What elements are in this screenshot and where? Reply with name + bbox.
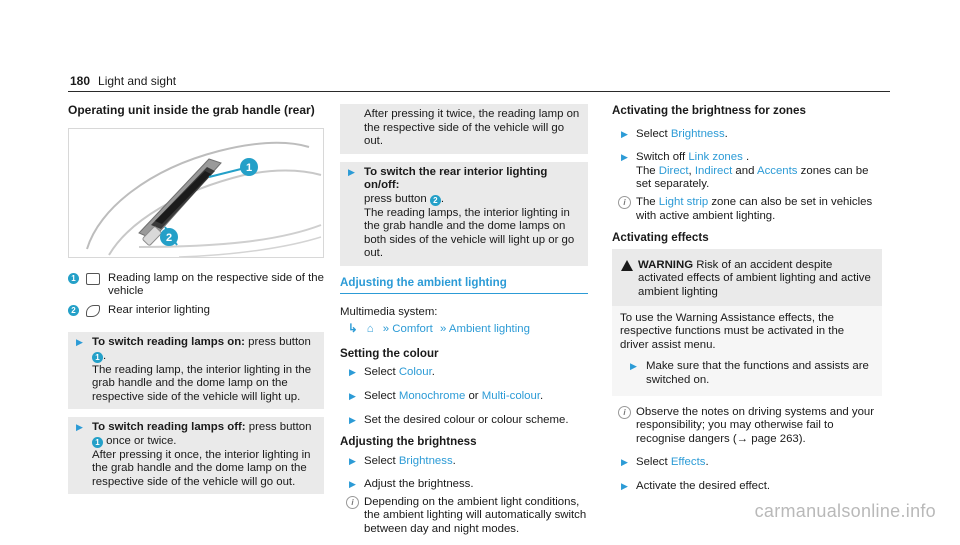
info-note: i Depending on the ambient light conditi… xyxy=(346,495,588,537)
step: Switch off Link zones . The Direct, Indi… xyxy=(612,149,882,194)
subheading-zones: Activating the brightness for zones xyxy=(612,104,806,117)
warning-box: WARNING Risk of an accident despite acti… xyxy=(612,248,882,396)
warning-step: Make sure that the functions and assists… xyxy=(620,352,874,387)
section-title: Light and sight xyxy=(98,74,177,88)
info-icon: i xyxy=(346,495,359,509)
column-2: After pressing it twice, the reading lam… xyxy=(340,104,588,545)
path-arrow-icon: ↳ xyxy=(348,323,358,336)
marker-1: 1 xyxy=(92,436,103,448)
section-heading: Operating unit inside the grab handle (r… xyxy=(68,103,315,117)
menu-path: ↳ ⌂ » Comfort » Ambient lighting xyxy=(340,323,588,337)
info-icon: i xyxy=(618,195,631,209)
step-lead: To switch reading lamps on: xyxy=(92,336,245,349)
info-icon: i xyxy=(618,405,631,419)
multimedia-label: Multimedia system: xyxy=(340,305,438,318)
column-1: Operating unit inside the grab handle (r… xyxy=(68,103,324,502)
legend-text: Rear interior lighting xyxy=(108,303,210,316)
info-note: i The Light strip zone can also be set i… xyxy=(618,195,882,223)
step-switch-on: To switch reading lamps on: press button… xyxy=(68,332,324,410)
info-note: i Observe the notes on driving systems a… xyxy=(618,405,882,447)
step: Activate the desired effect. xyxy=(612,478,882,496)
interior-light-icon xyxy=(86,304,100,317)
warning-icon xyxy=(621,259,633,271)
figure-marker-2: 2 xyxy=(166,232,172,244)
warning-label: WARNING xyxy=(638,258,694,271)
path-comfort: Comfort xyxy=(392,323,433,336)
page-number: 180 xyxy=(70,74,91,88)
legend-item-2: 2 Rear interior lighting xyxy=(68,304,324,318)
marker-1: 1 xyxy=(68,272,79,284)
step-rear-lighting: To switch the rear interior lighting on/… xyxy=(340,161,588,266)
marker-2: 2 xyxy=(429,194,441,206)
reading-lamp-icon xyxy=(86,272,100,285)
subheading-brightness: Adjusting the brightness xyxy=(340,435,477,449)
step: Select Colour. xyxy=(340,364,588,382)
legend-item-1: 1 Reading lamp on the respective side of… xyxy=(68,272,324,299)
step: Select Effects. xyxy=(612,454,882,472)
step: Select Monochrome or Multi-colour. xyxy=(340,388,588,406)
step-body: After pressing it once, the interior lig… xyxy=(92,448,311,488)
home-icon: ⌂ xyxy=(366,323,374,336)
path-ambient: Ambient lighting xyxy=(448,323,530,336)
step: Select Brightness. xyxy=(612,126,882,144)
warning-header: WARNING Risk of an accident despite acti… xyxy=(612,249,882,306)
figure-marker-1: 1 xyxy=(246,162,252,174)
subheading-effects: Activating effects xyxy=(612,231,709,245)
ambient-lighting-heading: Adjusting the ambient lighting xyxy=(340,276,588,294)
subheading-colour: Setting the colour xyxy=(340,346,439,360)
step-body: The reading lamps, the interior lighting… xyxy=(364,206,575,260)
marker-1: 1 xyxy=(92,351,103,363)
page-header: 180 Light and sight xyxy=(70,74,177,89)
grab-handle-illustration: 1 2 xyxy=(86,141,322,258)
legend-text: Reading lamp on the respective side of t… xyxy=(108,271,324,298)
column-3: Activating the brightness for zones Sele… xyxy=(612,104,882,501)
grab-handle-figure: 1 2 xyxy=(68,127,324,258)
step-continuation: After pressing it twice, the reading lam… xyxy=(340,104,588,154)
marker-2: 2 xyxy=(68,304,79,316)
header-rule xyxy=(68,91,890,92)
step: Set the desired colour or colour scheme. xyxy=(340,412,588,430)
warning-text: Risk of an accident despite activated ef… xyxy=(638,258,871,298)
step-lead: To switch reading lamps off: xyxy=(92,421,246,434)
step: Adjust the brightness. xyxy=(340,476,588,494)
step-switch-off: To switch reading lamps off: press butto… xyxy=(68,417,324,495)
step-lead: To switch the rear interior lighting on/… xyxy=(364,165,548,192)
step: Select Brightness. xyxy=(340,453,588,471)
step-body: The reading lamp, the interior lighting … xyxy=(92,363,312,403)
chevron-icon: » xyxy=(439,323,447,336)
watermark: carmanualsonline.info xyxy=(754,501,936,522)
warning-body: To use the Warning Assistance effects, t… xyxy=(612,305,882,396)
chevron-icon: » xyxy=(382,323,390,336)
